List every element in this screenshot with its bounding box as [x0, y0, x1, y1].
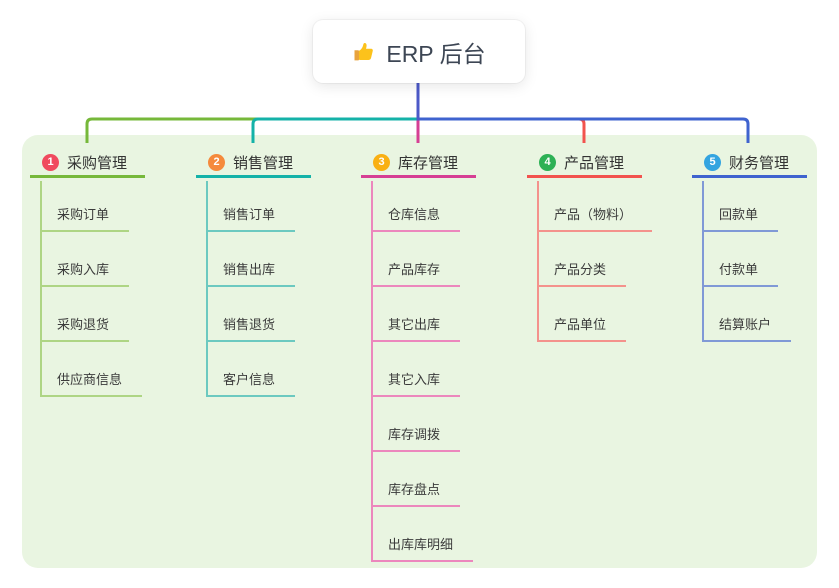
child-item[interactable]: 采购退货	[40, 318, 130, 342]
child-item[interactable]: 采购订单	[40, 208, 130, 232]
child-item[interactable]: 销售退货	[206, 318, 296, 342]
root-title: ERP 后台	[386, 40, 486, 67]
child-item[interactable]: 供应商信息	[40, 373, 143, 397]
child-connector-spine	[40, 181, 42, 396]
branch-badge-3: 3	[373, 154, 390, 171]
branch-label: 采购管理	[67, 155, 128, 172]
connector-line	[418, 117, 586, 143]
branch-badge-4: 4	[539, 154, 556, 171]
root-node[interactable]: ERP 后台	[313, 20, 525, 83]
branch-label: 销售管理	[233, 155, 294, 172]
branch-badge-5: 5	[704, 154, 721, 171]
branch-label: 产品管理	[564, 155, 625, 172]
branch-badge-1: 1	[42, 154, 59, 171]
child-item[interactable]: 库存盘点	[371, 483, 461, 507]
branch-badge-2: 2	[208, 154, 225, 171]
child-item[interactable]: 库存调拨	[371, 428, 461, 452]
child-item[interactable]: 仓库信息	[371, 208, 461, 232]
child-item[interactable]: 销售出库	[206, 263, 296, 287]
child-item[interactable]: 产品库存	[371, 263, 461, 287]
branch-title-1[interactable]: 1 采购管理	[30, 150, 145, 178]
child-item[interactable]: 其它入库	[371, 373, 461, 397]
child-item[interactable]: 客户信息	[206, 373, 296, 397]
connector-line	[418, 117, 750, 143]
child-connector-spine	[702, 181, 704, 341]
child-item[interactable]: 出库库明细	[371, 538, 474, 562]
branch-label: 库存管理	[398, 155, 459, 172]
child-item[interactable]: 付款单	[702, 263, 779, 287]
mindmap-panel	[22, 135, 817, 568]
child-item[interactable]: 产品（物料）	[537, 208, 653, 232]
child-item[interactable]: 其它出库	[371, 318, 461, 342]
child-connector-spine	[537, 181, 539, 341]
thumbs-up-icon	[352, 40, 376, 64]
child-item[interactable]: 结算账户	[702, 318, 792, 342]
branch-title-5[interactable]: 5 财务管理	[692, 150, 807, 178]
child-item[interactable]: 产品分类	[537, 263, 627, 287]
child-connector-spine	[206, 181, 208, 396]
child-item[interactable]: 采购入库	[40, 263, 130, 287]
branch-title-3[interactable]: 3 库存管理	[361, 150, 476, 178]
connector-line	[251, 117, 418, 143]
child-item[interactable]: 产品单位	[537, 318, 627, 342]
child-item[interactable]: 回款单	[702, 208, 779, 232]
branch-title-4[interactable]: 4 产品管理	[527, 150, 642, 178]
branch-title-2[interactable]: 2 销售管理	[196, 150, 311, 178]
connector-line	[85, 117, 418, 143]
child-connector-spine	[371, 181, 373, 561]
branch-label: 财务管理	[729, 155, 790, 172]
child-item[interactable]: 销售订单	[206, 208, 296, 232]
